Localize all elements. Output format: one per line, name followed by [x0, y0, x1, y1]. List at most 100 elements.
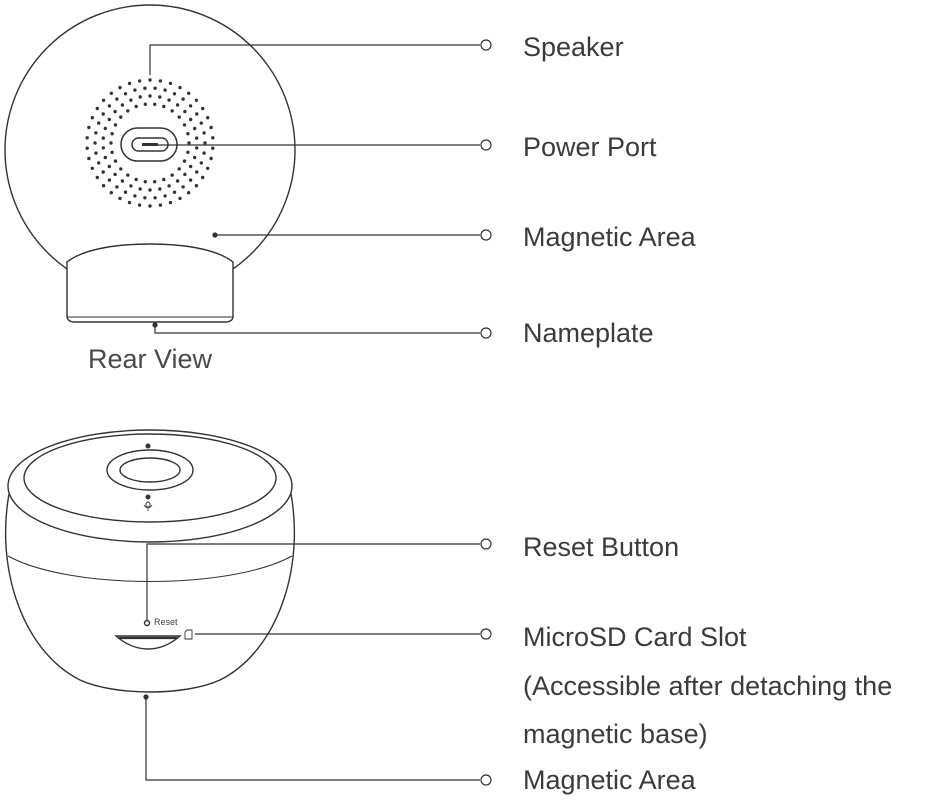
speaker-hole [195, 170, 199, 174]
power-port-label: Power Port [523, 132, 657, 162]
speaker-hole [109, 191, 114, 195]
speaker-hole [97, 161, 101, 165]
speaker-hole [182, 159, 187, 163]
speaker-hole [211, 146, 215, 150]
sd-card-icon [184, 629, 193, 640]
speaker-hole [186, 132, 190, 136]
speaker-hole [143, 102, 147, 107]
speaker-hole [199, 121, 203, 125]
speaker-hole [134, 177, 138, 182]
speaker-hole [101, 112, 105, 116]
speaker-hole [107, 164, 112, 169]
speaker-hole [110, 150, 114, 154]
speaker-hole [94, 151, 98, 155]
speaker-hole [123, 190, 128, 194]
speaker-label: Speaker [523, 32, 624, 62]
speaker-hole [202, 151, 206, 155]
speaker-hole [97, 121, 101, 125]
front-view-camera [5, 429, 295, 693]
speaker-hole [119, 115, 123, 119]
speaker-hole [109, 141, 113, 145]
speaker-hole [168, 81, 173, 86]
speaker-hole [167, 98, 171, 102]
speaker-hole [181, 97, 185, 101]
speaker-hole [133, 88, 137, 92]
speaker-hole [126, 173, 130, 177]
speaker-hole [143, 196, 147, 200]
speaker-hole [85, 146, 89, 150]
speaker-hole [158, 203, 163, 207]
rear-stand-base [66, 243, 234, 323]
speaker-hole [201, 106, 205, 111]
rear-view-caption: Rear View [88, 344, 213, 374]
speaker-hole [177, 167, 181, 171]
speaker-hole [209, 125, 213, 130]
speaker-hole [178, 196, 182, 201]
speaker-hole [137, 79, 142, 83]
mic-dot [145, 494, 151, 500]
speaker-hole [127, 200, 132, 205]
speaker-hole [188, 104, 193, 108]
indicator-dot [145, 443, 151, 449]
speaker-hole [118, 196, 122, 201]
speaker-hole [162, 177, 166, 182]
speaker-hole [211, 136, 215, 140]
speaker-callout-line [149, 44, 480, 75]
speaker-hole [163, 194, 167, 198]
power-port-callout-ring [480, 139, 492, 151]
speaker-hole [195, 112, 199, 116]
microsd-callout-ring [480, 628, 492, 640]
magnetic-area-label: Magnetic Area [523, 222, 696, 252]
speaker-hole [94, 131, 98, 135]
speaker-hole [187, 91, 191, 96]
speaker-hole [115, 185, 119, 189]
front-magnetic-area-callout-line [145, 697, 480, 781]
speaker-hole [148, 204, 152, 208]
speaker-hole [90, 166, 95, 170]
speaker-hole [178, 85, 182, 90]
speaker-hole [195, 136, 199, 140]
front-top-inner [23, 433, 277, 523]
speaker-hole [202, 131, 206, 135]
speaker-hole [181, 185, 185, 189]
speaker-hole [87, 125, 91, 130]
front-band-line [7, 555, 293, 582]
speaker-hole [162, 104, 166, 109]
speaker-hole [133, 194, 137, 198]
speaker-hole [120, 179, 125, 183]
speaker-hole [172, 190, 177, 194]
speaker-hole [109, 91, 114, 96]
speaker-hole [183, 109, 187, 114]
speaker-hole [148, 78, 152, 82]
speaker-hole [127, 81, 132, 86]
speaker-hole [113, 159, 118, 163]
speaker-hole [183, 172, 187, 177]
speaker-hole [126, 109, 130, 113]
speaker-hole [115, 97, 119, 101]
speaker-hole [168, 200, 173, 205]
speaker-hole [194, 98, 199, 103]
speaker-hole [101, 184, 106, 188]
reset-button-label: Reset Button [523, 532, 680, 562]
speaker-hole [93, 141, 97, 145]
nameplate-callout-line [154, 325, 480, 334]
speaker-hole [103, 126, 108, 131]
speaker-hole [101, 170, 105, 174]
speaker-hole [187, 141, 191, 145]
speaker-hole [206, 116, 210, 120]
speaker-hole [189, 164, 193, 169]
speaker-hole [153, 86, 157, 90]
front-magnetic-area-label: Magnetic Area [523, 765, 696, 795]
speaker-hole [107, 178, 112, 182]
speaker-hole [137, 203, 142, 207]
speaker-hole [188, 178, 193, 182]
microsd-label-line2: (Accessible after detaching the [523, 671, 893, 701]
reset-button-hole [143, 619, 151, 627]
speaker-hole [193, 126, 197, 131]
speaker-hole [110, 132, 114, 136]
speaker-hole [209, 156, 213, 161]
speaker-hole [95, 175, 100, 180]
speaker-hole [177, 115, 181, 119]
lens-outer [106, 449, 194, 491]
lens-inner [119, 457, 181, 483]
